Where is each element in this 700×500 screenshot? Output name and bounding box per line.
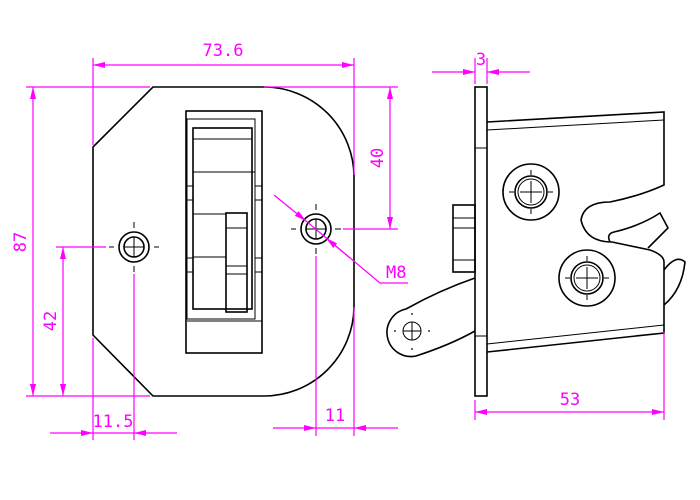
- rivet-upper: [502, 163, 560, 221]
- front-plate-outline: [92, 86, 355, 397]
- release-lever: [386, 277, 476, 358]
- lever-hole: [394, 313, 430, 350]
- dim-hole-left-edge: 11.5: [93, 412, 134, 432]
- rivet-lower: [558, 249, 616, 307]
- side-plate: [474, 86, 488, 397]
- front-dimensions: 73.6 87 42 40 11.5 11 M8: [11, 41, 408, 440]
- dim-thread: M8: [386, 263, 406, 283]
- handle-recess: [185, 110, 263, 354]
- stud-bolt: [452, 204, 476, 273]
- rotor-claw: [607, 211, 686, 306]
- dim-width: 73.6: [203, 41, 244, 61]
- dim-hole-left-height: 42: [41, 311, 61, 331]
- front-view: [92, 86, 355, 397]
- dim-depth: 53: [560, 390, 580, 410]
- dim-plate-thickness: 3: [476, 50, 486, 70]
- dim-hole-right-top: 40: [368, 148, 388, 168]
- side-dimensions: 3 53: [432, 50, 665, 420]
- latch-housing: [486, 111, 665, 353]
- dim-height: 87: [11, 232, 31, 252]
- dim-hole-right-edge: 11: [325, 406, 345, 426]
- side-view: [386, 86, 686, 397]
- mounting-hole-left: [109, 222, 159, 272]
